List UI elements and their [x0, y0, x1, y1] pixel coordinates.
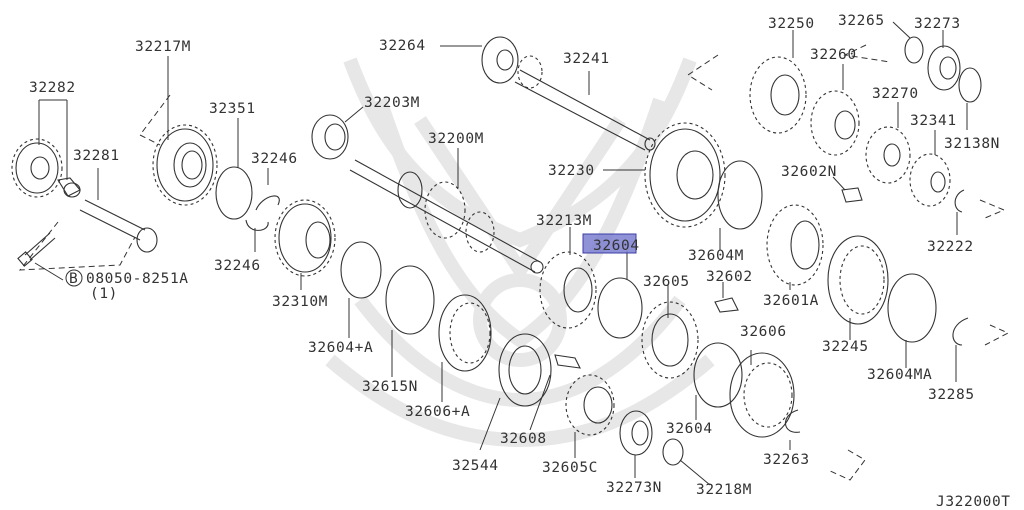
part-32250[interactable]: [749, 56, 807, 134]
bolt-marker: B: [69, 271, 78, 287]
label-32604+A[interactable]: 32604+A: [308, 340, 373, 356]
label-32341[interactable]: 32341: [910, 113, 957, 129]
part-32602[interactable]: [714, 297, 739, 313]
part-32213M[interactable]: [539, 251, 597, 329]
part-32270[interactable]: [865, 126, 911, 184]
label-32217M[interactable]: 32217M: [135, 39, 191, 55]
part-32606[interactable]: [729, 352, 795, 438]
part-32608[interactable]: [554, 354, 581, 369]
part-32260[interactable]: [810, 90, 860, 156]
label-32608[interactable]: 32608: [500, 431, 547, 447]
part-32246-upper[interactable]: [255, 195, 280, 211]
part-32351[interactable]: [215, 166, 253, 220]
part-32605C[interactable]: [565, 374, 615, 436]
label-32246-lower[interactable]: 32246: [214, 258, 261, 274]
bolt-part-number: 08050-8251A: [86, 271, 189, 287]
label-32260[interactable]: 32260: [810, 47, 857, 63]
label-32264[interactable]: 32264: [379, 38, 426, 54]
label-32602[interactable]: 32602: [706, 269, 753, 285]
leader-lines: [34, 21, 968, 486]
label-32281[interactable]: 32281: [73, 148, 120, 164]
part-32285[interactable]: [952, 317, 969, 346]
label-32604MA[interactable]: 32604MA: [867, 367, 932, 383]
label-32273N[interactable]: 32273N: [606, 480, 662, 496]
part-32604M[interactable]: [717, 160, 763, 230]
label-32605[interactable]: 32605: [643, 274, 690, 290]
label-32604-lower[interactable]: 32604: [666, 421, 713, 437]
part-32217M[interactable]: [152, 124, 218, 206]
label-32273[interactable]: 32273: [914, 16, 961, 32]
label-32604M[interactable]: 32604M: [688, 248, 744, 264]
part-32138N[interactable]: [958, 67, 982, 103]
highlight-box: [582, 233, 637, 254]
part-32604-highlighted[interactable]: [597, 277, 643, 339]
label-32222[interactable]: 32222: [927, 239, 974, 255]
label-32601A[interactable]: 32601A: [763, 293, 819, 309]
label-32544[interactable]: 32544: [452, 458, 499, 474]
label-32250[interactable]: 32250: [768, 16, 815, 32]
part-32246-lower[interactable]: [245, 219, 269, 231]
part-32222[interactable]: [954, 189, 965, 213]
part-32341[interactable]: [909, 153, 951, 207]
part-32273[interactable]: [927, 45, 961, 91]
label-32203M[interactable]: 32203M: [364, 95, 420, 111]
label-32282[interactable]: 32282: [29, 80, 76, 96]
label-32218M[interactable]: 32218M: [696, 482, 752, 498]
part-32203M[interactable]: [311, 114, 349, 160]
part-bolt-08050-8251A[interactable]: [17, 232, 56, 267]
label-32241[interactable]: 32241: [563, 51, 610, 67]
part-32265[interactable]: [904, 36, 924, 64]
part-32601A[interactable]: [766, 204, 824, 286]
label-32351[interactable]: 32351: [209, 101, 256, 117]
reference-dashes: [18, 44, 1010, 481]
label-32213M[interactable]: 32213M: [536, 213, 592, 229]
bolt-quantity: (1): [90, 286, 118, 302]
label-32606+A[interactable]: 32606+A: [405, 404, 470, 420]
label-32285[interactable]: 32285: [928, 387, 975, 403]
part-32604+A[interactable]: [340, 241, 382, 299]
figure-code: J322000T: [936, 494, 1011, 510]
label-32245[interactable]: 32245: [822, 339, 869, 355]
part-32604MA[interactable]: [887, 273, 937, 343]
label-32602N[interactable]: 32602N: [781, 164, 837, 180]
part-32263[interactable]: [784, 409, 801, 433]
label-32138N[interactable]: 32138N: [944, 136, 1000, 152]
label-32270[interactable]: 32270: [872, 86, 919, 102]
label-32604-highlighted-text: 32604: [593, 238, 640, 254]
part-32273N[interactable]: [619, 410, 653, 456]
label-32246-upper[interactable]: 32246: [251, 151, 298, 167]
bolt-callout[interactable]: B 08050-8251A (1): [65, 269, 189, 302]
part-32602N[interactable]: [841, 187, 863, 203]
label-32263[interactable]: 32263: [763, 452, 810, 468]
part-32245[interactable]: [827, 235, 889, 325]
label-32615N[interactable]: 32615N: [362, 379, 418, 395]
part-32604-lower[interactable]: [693, 342, 743, 408]
part-32605[interactable]: [641, 301, 699, 379]
part-32264[interactable]: [481, 36, 519, 84]
part-32218M[interactable]: [662, 438, 684, 466]
label-32200M[interactable]: 32200M: [428, 131, 484, 147]
part-32310M[interactable]: [274, 199, 336, 277]
label-32605C[interactable]: 32605C: [542, 460, 598, 476]
bolt-marker-circle: [65, 269, 83, 287]
part-32230[interactable]: [644, 122, 726, 228]
label-32604-highlighted[interactable]: 32604: [582, 233, 640, 254]
watermark-emblem: [325, 57, 715, 448]
label-32265[interactable]: 32265: [838, 13, 885, 29]
label-32230[interactable]: 32230: [548, 163, 595, 179]
part-32606+A[interactable]: [438, 294, 492, 372]
part-32241[interactable]: [514, 55, 656, 151]
label-32606[interactable]: 32606: [740, 324, 787, 340]
label-32310M[interactable]: 32310M: [272, 294, 328, 310]
part-32544[interactable]: [498, 333, 552, 407]
part-32615N[interactable]: [385, 265, 435, 335]
part-32282[interactable]: [11, 138, 81, 198]
part-32281[interactable]: [79, 199, 158, 253]
part-32200M[interactable]: [349, 159, 544, 274]
part-labels: 32217M 32282 32281 32351 32246 32246 322…: [29, 13, 1011, 510]
